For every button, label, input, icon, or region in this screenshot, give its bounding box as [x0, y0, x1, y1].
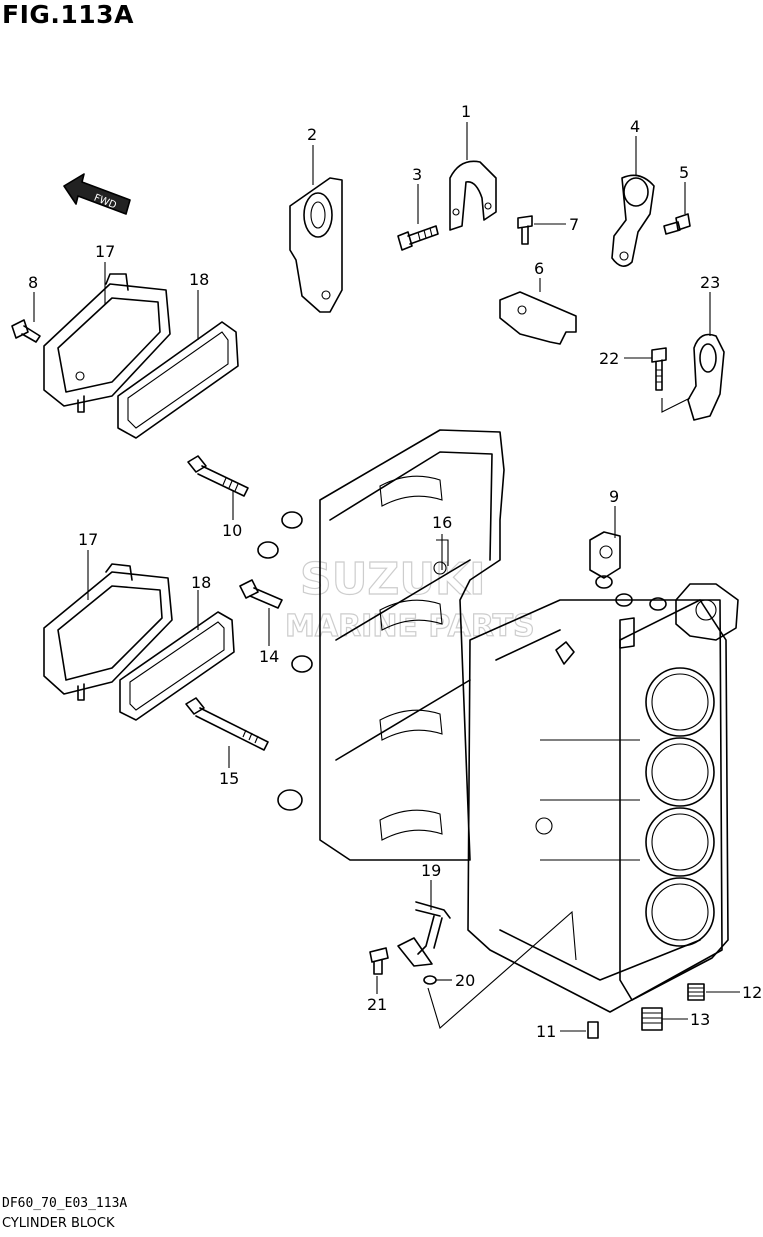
part-8-bolt — [11, 319, 41, 343]
part-17-lower-cover — [43, 563, 173, 701]
callout-12: 12 — [742, 983, 762, 1002]
figure-name: CYLINDER BLOCK — [2, 1216, 115, 1231]
callout-9: 9 — [609, 487, 619, 506]
callout-14: 14 — [259, 647, 279, 666]
part-5-bolt — [663, 213, 691, 235]
callout-8: 8 — [28, 273, 38, 292]
part-12-plug — [687, 983, 705, 1001]
fwd-arrow-icon: FWD — [63, 173, 131, 215]
callout-6: 6 — [534, 259, 544, 278]
part-1-clamp — [449, 160, 497, 231]
callout-18-lower: 18 — [191, 573, 211, 592]
cylinder-bores — [619, 599, 729, 1001]
callout-13: 13 — [690, 1010, 710, 1029]
callout-17-lower: 17 — [78, 530, 98, 549]
callout-3: 3 — [412, 165, 422, 184]
leader-lines — [33, 122, 740, 1032]
callout-21: 21 — [367, 995, 387, 1014]
figure-title: FIG.113A — [2, 0, 134, 29]
callout-2: 2 — [307, 125, 317, 144]
callout-1: 1 — [461, 102, 471, 121]
callout-10: 10 — [222, 521, 242, 540]
part-11-plug — [587, 1021, 599, 1039]
callout-11: 11 — [536, 1022, 556, 1041]
callout-labels: 1 2 3 4 5 6 7 8 9 10 11 12 13 14 15 16 1… — [28, 102, 762, 1041]
callout-22: 22 — [599, 349, 619, 368]
part-2-bracket — [289, 177, 343, 313]
part-18-lower-gasket — [119, 611, 235, 721]
part-6-plate — [499, 291, 577, 345]
part-18-upper-gasket — [117, 321, 239, 439]
watermark: SUZUKI MARINE PARTS — [284, 553, 535, 644]
part-23-bracket — [661, 333, 725, 421]
part-19-pipe — [397, 901, 451, 967]
callout-16: 16 — [432, 513, 452, 532]
watermark-line2: MARINE PARTS — [285, 609, 535, 644]
callout-18-upper: 18 — [189, 270, 209, 289]
part-22-bolt — [651, 347, 667, 391]
callout-20: 20 — [455, 971, 475, 990]
part-17-upper-cover — [43, 273, 171, 413]
figure-code: DF60_70_E03_113A — [2, 1196, 128, 1211]
callout-19: 19 — [421, 861, 441, 880]
callout-5: 5 — [679, 163, 689, 182]
part-14-bolt — [239, 579, 283, 609]
part-20-oring — [423, 975, 437, 985]
part-15-bolt — [185, 697, 269, 751]
part-3-bolt — [397, 225, 439, 251]
callout-23: 23 — [700, 273, 720, 292]
callout-15: 15 — [219, 769, 239, 788]
cylinder-block-main-body — [467, 599, 723, 1013]
callout-17-upper: 17 — [95, 242, 115, 261]
part-4-bracket — [611, 174, 655, 267]
cylinder-block-intake-frame — [257, 429, 505, 861]
callout-7: 7 — [569, 215, 579, 234]
watermark-line1: SUZUKI — [300, 554, 486, 605]
callout-4: 4 — [630, 117, 640, 136]
part-7-bolt — [517, 215, 533, 245]
part-13-plug — [641, 1007, 663, 1031]
part-21-bolt — [369, 947, 389, 975]
part-10-bolt — [187, 455, 249, 497]
top-fittings — [555, 531, 739, 665]
